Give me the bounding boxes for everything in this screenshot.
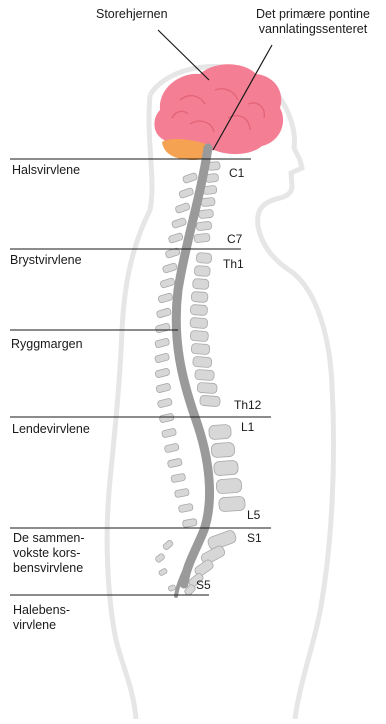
vertebral-body xyxy=(214,460,239,476)
spinous-process xyxy=(167,458,182,468)
vertebral-body xyxy=(192,278,209,289)
spinous-process xyxy=(162,263,177,274)
coccygeal-segment xyxy=(162,539,174,550)
label-brain: Storehjernen xyxy=(96,7,168,22)
label-pontine-line1: Det primære pontine xyxy=(240,7,386,22)
label-thoracic: Brystvirvlene xyxy=(10,253,82,268)
label-coccyx-line2: virvlene xyxy=(13,618,113,633)
vertebral-body xyxy=(190,330,208,341)
vertebral-body xyxy=(209,424,232,440)
vertebral-body xyxy=(211,442,235,458)
spinous-process xyxy=(159,413,174,423)
label-sacral-line1: De sammen- xyxy=(13,531,123,546)
spinous-process xyxy=(174,488,189,498)
label-sacral: De sammen- vokste kors- bensvirvlene xyxy=(13,531,123,576)
vertebral-body xyxy=(190,317,208,328)
level-s5: S5 xyxy=(196,578,211,592)
spinous-process xyxy=(168,232,183,243)
level-s1: S1 xyxy=(247,531,262,545)
vertebral-body xyxy=(196,221,212,231)
spinous-process xyxy=(171,217,187,228)
label-pontine-line2: vannlatingssenteret xyxy=(240,22,386,37)
label-lumbar: Lendevirvlene xyxy=(12,422,90,437)
coccygeal-segment xyxy=(158,568,167,576)
label-coccyx: Halebens- virvlene xyxy=(13,603,113,633)
label-pontine: Det primære pontine vannlatingssenteret xyxy=(240,7,386,37)
spinous-process xyxy=(179,187,195,198)
coccygeal-segment xyxy=(168,584,176,591)
label-sacral-line2: vokste kors- xyxy=(13,546,123,561)
level-l5: L5 xyxy=(247,508,260,522)
spinous-process xyxy=(157,398,172,408)
level-th12: Th12 xyxy=(234,398,261,412)
spinous-process xyxy=(164,443,179,453)
vertebral-body xyxy=(193,356,212,367)
vertebral-body xyxy=(219,496,246,512)
label-sacral-line3: bensvirvlene xyxy=(13,561,123,576)
vertebral-body xyxy=(201,197,216,206)
spinous-process xyxy=(156,308,171,319)
level-th1: Th1 xyxy=(223,257,244,271)
level-l1: L1 xyxy=(241,420,254,434)
spinous-process xyxy=(182,518,197,527)
vertebral-body xyxy=(194,233,210,243)
spinous-process xyxy=(154,353,169,363)
level-c1: C1 xyxy=(229,166,244,180)
coccygeal-segment xyxy=(155,553,166,563)
spinous-process xyxy=(178,503,193,512)
label-cervical: Halsvirvlene xyxy=(12,163,80,178)
level-lines xyxy=(10,159,271,595)
vertebral-body xyxy=(191,291,208,302)
spinous-process xyxy=(155,368,170,378)
vertebral-body xyxy=(196,252,212,263)
vertebral-body xyxy=(195,369,215,380)
vertebral-body xyxy=(190,304,207,315)
label-spinal-cord: Ryggmargen xyxy=(11,337,83,352)
body-outline xyxy=(107,66,333,719)
spinous-process xyxy=(158,293,173,304)
vertebral-body xyxy=(216,478,242,494)
spinous-process xyxy=(171,473,186,483)
spinous-process xyxy=(182,172,198,183)
vertebral-body xyxy=(191,343,210,354)
spinous-process xyxy=(161,428,176,438)
vertebral-body xyxy=(197,382,217,393)
spinous-process xyxy=(160,278,175,289)
vertebral-body xyxy=(198,209,213,218)
spinous-process xyxy=(175,202,191,213)
spinous-process xyxy=(155,323,170,334)
spinous-process xyxy=(155,338,170,348)
spinous-process xyxy=(156,383,171,393)
vertebral-body xyxy=(194,265,210,276)
label-coccyx-line1: Halebens- xyxy=(13,603,113,618)
level-c7: C7 xyxy=(227,232,242,246)
vertebral-body xyxy=(200,395,221,406)
